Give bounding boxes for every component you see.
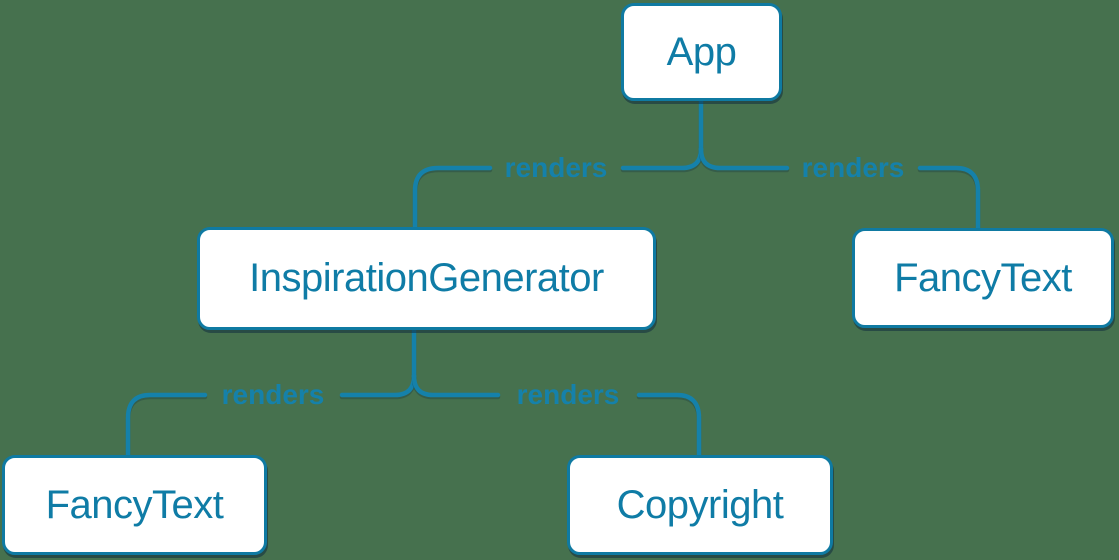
edge-inspirationgenerator-copyright-line-a — [411, 373, 501, 398]
edge-inspirationgenerator-copyright-line-b — [636, 392, 702, 458]
node-app: App — [621, 3, 782, 101]
node-copyright: Copyright — [567, 455, 833, 555]
node-fancy-text-top-label: FancyText — [894, 255, 1072, 300]
edge-app-inspirationgenerator-line-b — [412, 165, 493, 230]
edge-label-app-fancytext: renders — [801, 152, 905, 183]
node-app-label: App — [666, 29, 737, 74]
node-fancy-text-bottom-label: FancyText — [45, 482, 224, 527]
edge-label-inspirationgenerator-copyright: renders — [516, 379, 620, 410]
edge-inspirationgenerator-fancytext-line-b — [125, 392, 208, 458]
node-inspiration-generator: InspirationGenerator — [197, 227, 656, 330]
node-fancy-text-top: FancyText — [852, 228, 1114, 328]
node-copyright-label: Copyright — [616, 482, 784, 527]
node-fancy-text-bottom: FancyText — [2, 455, 267, 555]
edge-app-fancytext-line-a — [698, 146, 790, 171]
edge-app-inspirationgenerator-line-a — [620, 146, 704, 171]
node-inspiration-generator-label: InspirationGenerator — [249, 256, 604, 300]
edge-inspirationgenerator-fancytext-line-a — [339, 373, 417, 398]
edge-label-app-inspirationgenerator: renders — [504, 152, 608, 183]
edge-label-inspirationgenerator-fancytext: renders — [221, 379, 325, 410]
edge-app-fancytext-line-b — [917, 165, 981, 231]
